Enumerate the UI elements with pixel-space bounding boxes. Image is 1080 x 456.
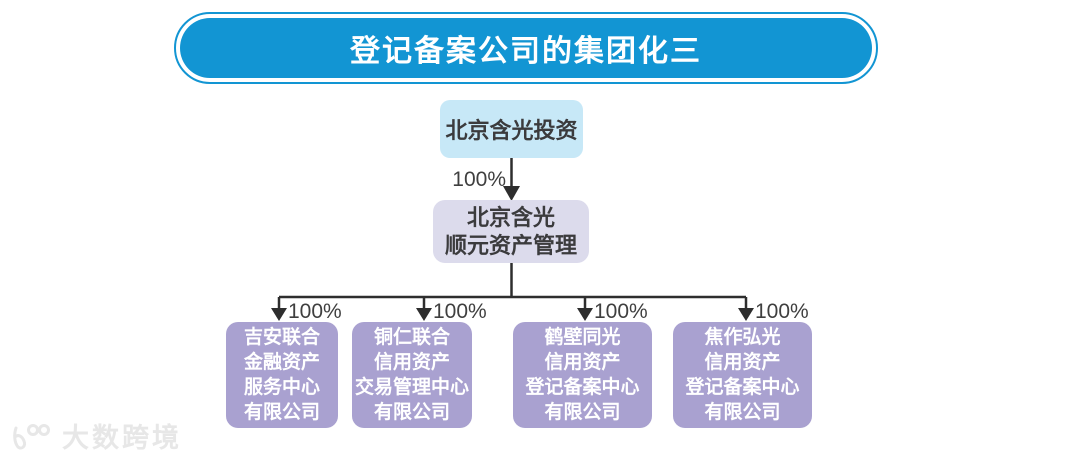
edge-label-branch-2: 100%: [433, 300, 487, 323]
node-mid-label-line1: 北京含光: [466, 204, 555, 230]
child-2-line: 有限公司: [373, 402, 450, 423]
watermark-100-logo-icon: [13, 423, 50, 450]
edge-label-branch-3: 100%: [594, 300, 648, 323]
child-1-line: 服务中心: [243, 377, 320, 398]
arrowhead-branch-3-icon: [577, 308, 593, 321]
child-3-line: 登记备案中心: [525, 377, 640, 398]
child-4-line: 登记备案中心: [685, 377, 800, 398]
node-child-company-3: 鹤壁同光 信用资产 登记备案中心 有限公司: [513, 322, 652, 428]
watermark-text: 大数跨境: [62, 423, 182, 453]
child-1-line: 吉安联合: [243, 327, 320, 348]
node-root-label: 北京含光投资: [445, 118, 578, 143]
arrowhead-branch-1-icon: [271, 308, 287, 321]
title-pill: 登记备案公司的集团化三: [174, 12, 878, 84]
edge-label-branch-4: 100%: [755, 300, 809, 323]
diagram-title: 登记备案公司的集团化三: [180, 18, 872, 78]
child-4-line: 有限公司: [704, 402, 781, 423]
watermark: 大数跨境: [10, 416, 182, 455]
node-root-company: 北京含光投资: [440, 100, 583, 158]
child-3-line: 有限公司: [544, 402, 621, 423]
child-3-line: 信用资产: [544, 352, 621, 373]
arrowhead-branch-4-icon: [738, 308, 754, 321]
child-1-line: 有限公司: [243, 402, 320, 423]
node-child-company-2: 铜仁联合 信用资产 交易管理中心 有限公司: [352, 322, 472, 428]
child-1-line: 金融资产: [243, 352, 320, 373]
node-mid-label-line2: 顺元资产管理: [444, 232, 577, 258]
child-4-line: 焦作弘光: [704, 327, 781, 348]
node-mid-company: 北京含光 顺元资产管理: [433, 200, 589, 263]
child-2-line: 交易管理中心: [354, 377, 469, 398]
node-child-company-4: 焦作弘光 信用资产 登记备案中心 有限公司: [673, 322, 812, 428]
edge-label-root-mid: 100%: [452, 168, 506, 191]
child-3-line: 鹤壁同光: [544, 327, 621, 348]
arrowhead-branch-2-icon: [416, 308, 432, 321]
child-4-line: 信用资产: [704, 352, 781, 373]
child-2-line: 铜仁联合: [373, 327, 450, 348]
node-child-company-1: 吉安联合 金融资产 服务中心 有限公司: [226, 322, 338, 428]
edge-label-branch-1: 100%: [288, 300, 342, 323]
child-2-line: 信用资产: [373, 352, 450, 373]
